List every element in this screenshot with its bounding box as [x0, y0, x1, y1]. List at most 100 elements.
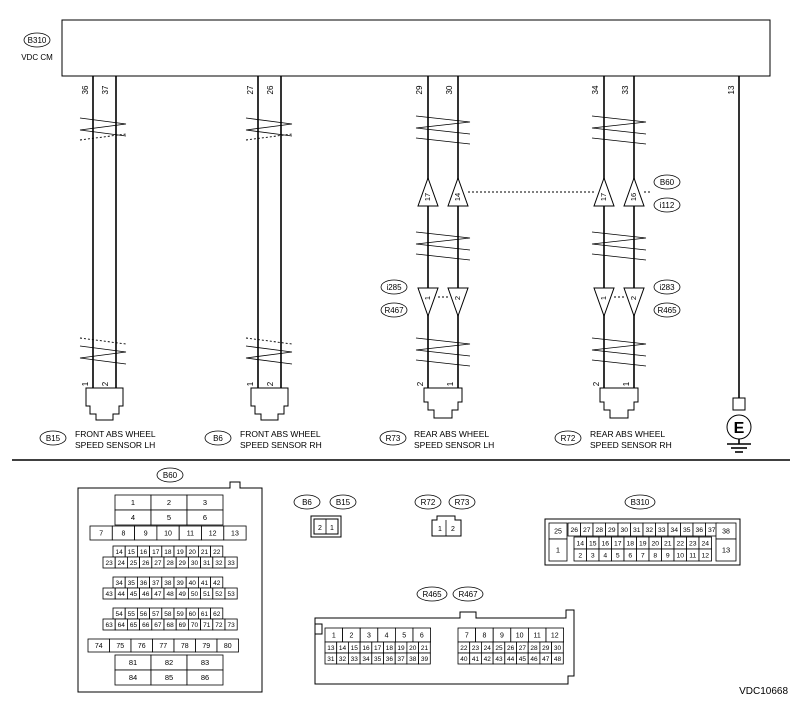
b60-pin-58: 58	[164, 611, 172, 618]
b310-pin-21: 21	[664, 541, 672, 548]
b60-pin-45: 45	[130, 591, 138, 598]
b60-pin-41: 41	[201, 580, 209, 587]
pin-fl-b: 37	[101, 85, 110, 94]
b60-pin-4: 4	[131, 513, 135, 522]
r465-pin-37: 37	[397, 656, 405, 663]
b310-pin-5: 5	[616, 553, 620, 560]
r465-pin-26: 26	[507, 645, 515, 652]
b60-pin-65: 65	[130, 622, 138, 629]
b310-pin-18: 18	[626, 541, 634, 548]
r465-pin-48-cell	[551, 652, 564, 665]
connector-code-r465: R465	[422, 590, 442, 599]
b60-pin-21: 21	[201, 549, 209, 556]
b60-pin-14: 14	[115, 549, 123, 556]
b60-pin-73-cell	[224, 618, 238, 631]
b60-pin-66: 66	[142, 622, 150, 629]
b60-pin-15: 15	[128, 549, 136, 556]
b310-pin-25: 25	[554, 529, 562, 536]
b60-pin-60: 60	[189, 611, 197, 618]
b60-pin-32: 32	[215, 560, 223, 567]
b60-pin-16: 16	[140, 549, 148, 556]
b60-pin-78: 78	[181, 643, 189, 650]
b310-pin-38: 38	[722, 529, 730, 536]
b310-pin-3: 3	[591, 553, 595, 560]
b60-pin-39: 39	[176, 580, 184, 587]
r465-pin-23: 23	[472, 645, 480, 652]
b60-pin-6-cell	[186, 509, 224, 526]
b60-pin-80: 80	[224, 643, 232, 650]
b60-pin-48: 48	[166, 591, 174, 598]
b310-pin-7: 7	[641, 553, 645, 560]
b60-pin-33-cell	[224, 556, 238, 569]
b60-pin-3: 3	[203, 498, 207, 507]
r465-pin-44: 44	[507, 656, 515, 663]
r465-pin-11: 11	[534, 633, 541, 640]
inline-code-r467: R467	[384, 306, 404, 315]
sensor-code-r73: R73	[386, 434, 401, 443]
b310-pin-34: 34	[670, 527, 678, 534]
b60-pin-22: 22	[213, 549, 221, 556]
b60-pin-86: 86	[201, 673, 209, 682]
pin-rl-b: 30	[445, 85, 454, 94]
b60-pin-83: 83	[201, 658, 209, 667]
b60-pin-9: 9	[144, 531, 148, 538]
inline-code-r465: R465	[657, 306, 677, 315]
r465-pin-46: 46	[530, 656, 538, 663]
module-code-oval	[23, 32, 51, 48]
b60-pin-71: 71	[203, 622, 211, 629]
b60-pin-62: 62	[213, 611, 221, 618]
b310-pin-30: 30	[620, 527, 628, 534]
b60-pin-70: 70	[191, 622, 199, 629]
r465-pin-10: 10	[516, 633, 524, 640]
b310-pin-13-cell	[715, 538, 737, 562]
r465-pin-13: 13	[327, 645, 335, 652]
b60-pin-30: 30	[191, 560, 199, 567]
b60-pin-68: 68	[166, 622, 174, 629]
r465-pin-9: 9	[500, 633, 504, 640]
b310-pin-1: 1	[556, 546, 560, 555]
b6-pin-2: 2	[318, 525, 322, 532]
connector-code-r73: R73	[455, 498, 470, 507]
sensor-code-b6: B6	[213, 434, 223, 443]
r465-pin-2: 2	[349, 633, 353, 640]
r465-pin-38: 38	[409, 656, 417, 663]
b60-pin-56: 56	[140, 611, 148, 618]
b60-pin-77: 77	[159, 643, 167, 650]
pin-ground: 13	[727, 85, 736, 94]
sensor-code-b15: B15	[46, 434, 61, 443]
b60-pin-81: 81	[129, 658, 137, 667]
b60-pin-7: 7	[99, 531, 103, 538]
r465-pin-31: 31	[327, 656, 335, 663]
b310-pin-8: 8	[653, 553, 657, 560]
b60-pin-49: 49	[179, 591, 187, 598]
b60-pin-13: 13	[231, 531, 239, 538]
fl-sensor-pin-1: 1	[81, 381, 90, 386]
module-name: VDC CM	[21, 53, 53, 62]
b60-pin-53-cell	[224, 587, 238, 600]
b310-pin-20: 20	[651, 541, 659, 548]
rl-sensor-pin-a: 2	[416, 381, 425, 386]
r465-pin-35: 35	[374, 656, 382, 663]
sensor-label-rr-2: SPEED SENSOR RH	[590, 440, 672, 450]
r465-pin-20: 20	[409, 645, 417, 652]
rl-upper-pin-b: 14	[453, 193, 462, 201]
b60-pin-1: 1	[131, 498, 135, 507]
b310-pin-11: 11	[689, 553, 696, 560]
b60-pin-84: 84	[129, 673, 137, 682]
b60-pin-72: 72	[215, 622, 223, 629]
b60-pin-44: 44	[118, 591, 126, 598]
b60-pin-13-cell	[223, 525, 247, 541]
inline-code-i112: i112	[660, 201, 675, 210]
inline-code-i285: i285	[386, 283, 402, 292]
inline-code-i283: i283	[659, 283, 675, 292]
b310-pin-36: 36	[695, 527, 703, 534]
b310-pin-28: 28	[595, 527, 603, 534]
rr-lower-pin-a: 1	[599, 296, 608, 300]
b60-pin-11: 11	[187, 531, 194, 538]
b60-pin-27: 27	[154, 560, 162, 567]
ground-symbol: E	[726, 76, 752, 453]
b310-pin-32: 32	[645, 527, 653, 534]
b60-pin-25: 25	[130, 560, 138, 567]
r465-pin-47: 47	[542, 656, 550, 663]
